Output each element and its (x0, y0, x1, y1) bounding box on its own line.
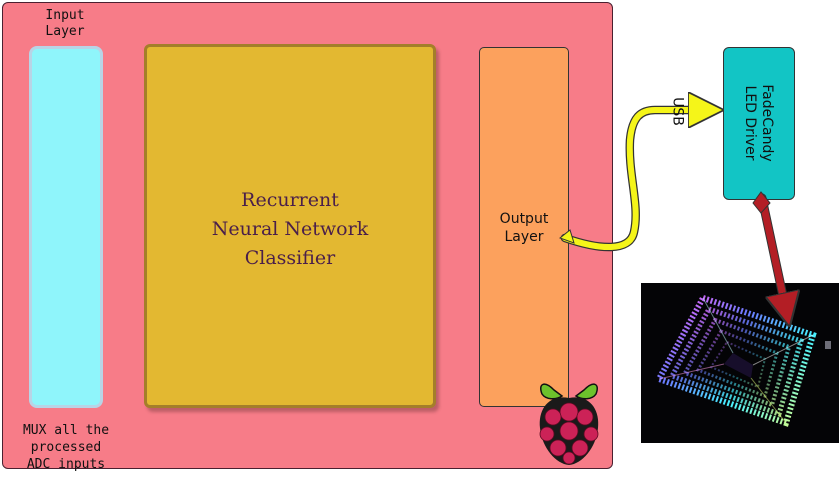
input-layer-note: MUX all the processed ADC inputs (22, 423, 110, 472)
output-layer-label: Output Layer (499, 211, 549, 245)
output-layer-box (479, 47, 569, 407)
raspberry-pi-icon (539, 383, 599, 465)
usb-label: USB (669, 97, 686, 126)
rnn-classifier-box (144, 44, 436, 408)
infinity-mirror-photo (641, 283, 839, 443)
rnn-classifier-label: Recurrent Neural Network Classifier (211, 189, 369, 269)
input-layer-box (29, 46, 103, 408)
input-layer-title: Input Layer (45, 8, 85, 39)
